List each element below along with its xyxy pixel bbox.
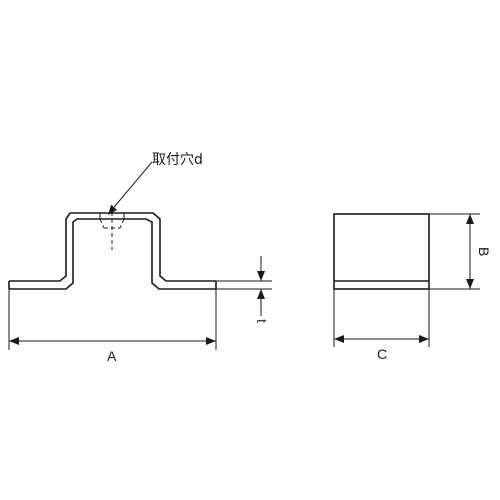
dimension-a-label: A (107, 348, 117, 364)
dimension-a: A (8, 289, 217, 364)
dimension-c-label: C (377, 346, 387, 362)
side-view (333, 213, 430, 290)
side-view-outline (333, 213, 430, 290)
dimension-t-label: t (254, 319, 270, 323)
dimension-b: B (429, 213, 492, 290)
hole-leader (108, 161, 153, 215)
hole-label: 取付穴d (152, 152, 203, 168)
dimension-b-label: B (476, 247, 492, 256)
dimension-c: C (333, 289, 430, 362)
dimension-t: t (216, 256, 272, 323)
front-view: 取付穴d (8, 152, 217, 290)
